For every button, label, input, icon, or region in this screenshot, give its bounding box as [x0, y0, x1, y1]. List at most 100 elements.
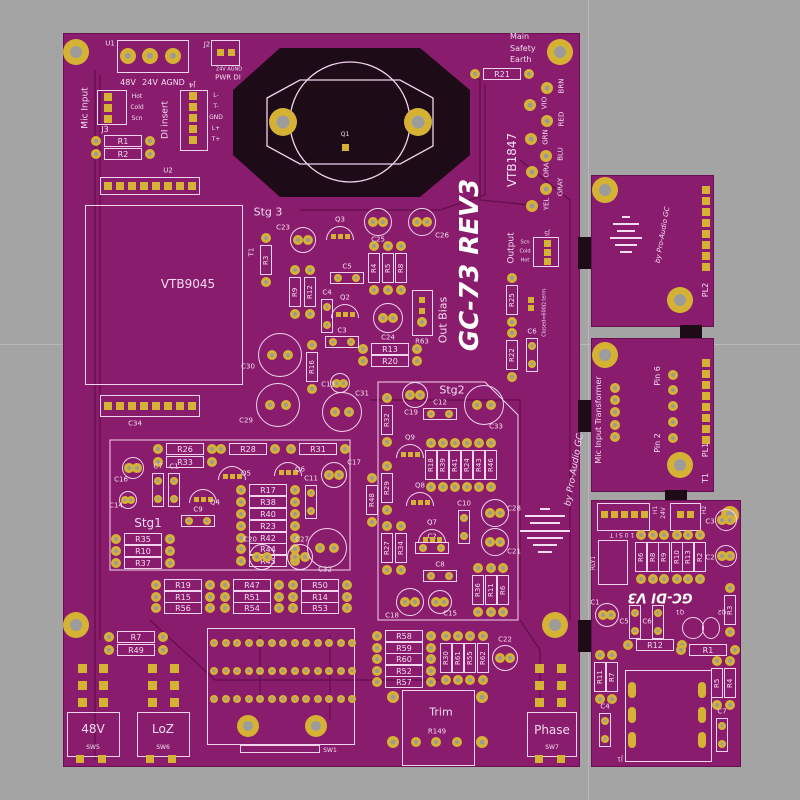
resistor-r21: R21	[483, 68, 521, 80]
pad	[427, 572, 435, 580]
pad	[261, 233, 271, 243]
pad	[368, 217, 379, 227]
pad	[631, 609, 639, 617]
silk-label: RLY1	[590, 555, 597, 571]
pad	[302, 695, 310, 703]
pad	[607, 694, 617, 704]
capacitor-label: C30	[241, 362, 255, 371]
transistor-label: Q8	[415, 481, 425, 490]
capacitor-label: C3	[337, 326, 347, 335]
square-pad	[128, 402, 136, 410]
pad	[507, 317, 517, 327]
square-pad	[702, 263, 710, 271]
earth-label: Earth	[510, 55, 532, 64]
pad	[494, 508, 505, 518]
wire-label: BRN	[557, 78, 566, 94]
square-pad	[169, 680, 179, 690]
capacitor-c19	[402, 382, 428, 408]
vtb1847-label: VTB1847	[505, 132, 519, 188]
square-pad	[528, 297, 534, 303]
square-pad	[189, 114, 197, 122]
pad	[478, 631, 488, 641]
silk-label: Phase	[534, 723, 570, 737]
pad	[236, 533, 246, 543]
pad	[329, 543, 339, 553]
breakaway-tab	[680, 325, 702, 338]
pad	[672, 574, 682, 584]
resistor-r8: R8	[395, 253, 407, 283]
pad	[274, 580, 284, 590]
square-pad	[630, 510, 638, 518]
pad	[236, 521, 246, 531]
pad	[221, 695, 230, 703]
pad	[421, 217, 432, 227]
pad	[507, 273, 517, 283]
capacitor-label: C4	[322, 288, 332, 297]
pad	[210, 639, 218, 647]
silk-label: U2	[163, 166, 173, 175]
pad	[165, 48, 181, 64]
silk-label: H1	[652, 505, 659, 515]
pad	[302, 639, 310, 647]
pad	[426, 438, 436, 448]
square-pad	[152, 182, 160, 190]
square-pad	[417, 499, 423, 505]
jack-pad	[628, 707, 636, 723]
pad	[279, 667, 287, 675]
pad	[336, 667, 345, 675]
square-pad	[407, 451, 413, 457]
pad	[412, 356, 422, 366]
capacitor-c7	[716, 718, 728, 752]
pad	[279, 695, 287, 703]
wire-label: VIO	[540, 96, 549, 110]
t1-model: VTB9045	[160, 277, 216, 291]
pad	[170, 495, 178, 503]
silk-label: J1	[617, 755, 623, 762]
pad	[668, 385, 678, 395]
stg2-outline	[377, 381, 519, 621]
pad	[290, 533, 300, 543]
pad	[170, 477, 178, 485]
earth-label: Safety	[510, 44, 536, 53]
pad	[382, 505, 392, 515]
resistor-r9: R9	[289, 277, 301, 307]
pad	[334, 274, 342, 282]
pad	[453, 631, 463, 641]
pad	[307, 489, 315, 497]
pad	[372, 677, 382, 687]
pad	[372, 631, 382, 641]
pad	[623, 640, 633, 650]
mounting-hole	[63, 39, 89, 65]
transistor-label: Q5	[241, 469, 251, 478]
pad	[330, 407, 340, 417]
pad	[342, 592, 352, 602]
pad	[541, 82, 553, 94]
square-pad	[702, 370, 710, 378]
pad	[325, 695, 333, 703]
resistor-r55: R55	[464, 643, 476, 673]
square-pad	[534, 663, 544, 673]
pad	[426, 482, 436, 492]
capacitor-label: C26	[435, 231, 449, 240]
out-bias-title: Out Bias	[436, 296, 450, 344]
resistor-r30: R30	[440, 643, 452, 673]
pad	[120, 48, 136, 64]
pad	[445, 410, 453, 418]
square-pad	[702, 219, 710, 227]
pad	[151, 580, 161, 590]
capacitor-label: C17	[347, 458, 361, 467]
resistor-r26: R26	[166, 443, 204, 455]
square-pad	[702, 208, 710, 216]
mounting-hole	[269, 108, 297, 136]
relay	[598, 540, 628, 585]
resistor-r39: R39	[437, 450, 449, 480]
mounting-hole	[547, 39, 573, 65]
pad	[610, 383, 620, 393]
silk-label: T1	[701, 473, 710, 483]
pad	[597, 610, 608, 620]
pad	[427, 410, 435, 418]
resistor-r5: R5	[711, 668, 723, 698]
capacitor-c6	[526, 338, 538, 372]
capacitor-c24	[373, 303, 403, 333]
capacitor-label: C7	[153, 462, 163, 471]
